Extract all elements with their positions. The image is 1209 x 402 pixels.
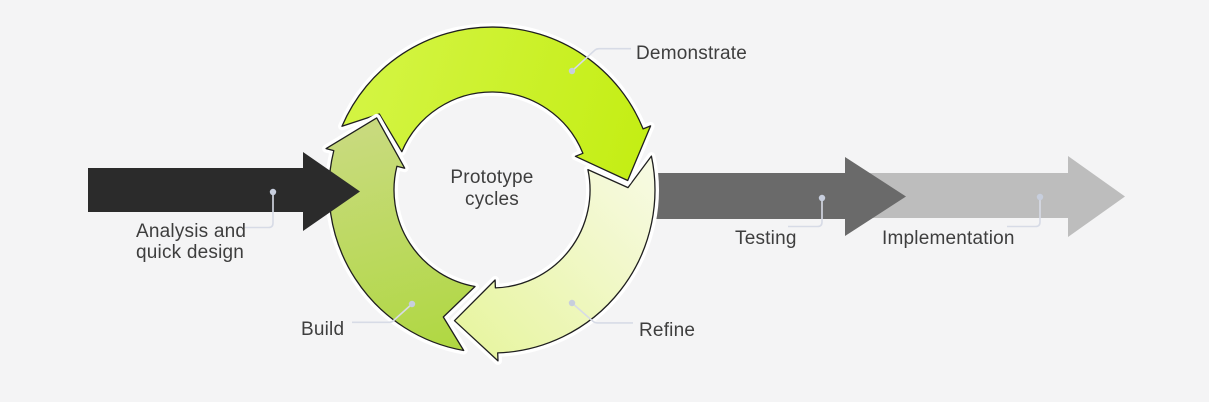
- leader-dot-demonstrate: [568, 67, 576, 75]
- label-implementation: Implementation: [882, 228, 1015, 249]
- label-analysis-line1: Analysis and: [136, 221, 247, 242]
- cycle-segment-refine: [450, 152, 659, 365]
- label-build: Build: [301, 319, 345, 340]
- cycle-segment-build: [322, 113, 479, 355]
- label-refine: Refine: [639, 320, 696, 341]
- leader-dot-implementation: [1036, 193, 1044, 201]
- leader-implementation: [1007, 197, 1041, 228]
- build-arrow: [325, 117, 476, 352]
- leader-analysis: [243, 192, 274, 229]
- leader-dots: [269, 67, 1044, 308]
- label-prototype-line2: cycles: [465, 189, 519, 210]
- leader-build: [352, 303, 413, 324]
- leader-dot-refine: [568, 299, 576, 307]
- leader-refine: [571, 302, 633, 324]
- label-analysis-quick-design: Analysis and quick design: [136, 221, 246, 263]
- label-analysis-line2: quick design: [136, 242, 245, 263]
- label-demonstrate: Demonstrate: [636, 43, 747, 64]
- refine-arrow: [453, 155, 656, 362]
- leader-dot-testing: [818, 194, 826, 202]
- leader-dot-analysis: [269, 188, 277, 196]
- cycle-segment-demonstrate: [338, 23, 655, 185]
- leader-lines: [243, 47, 1041, 324]
- label-prototype-cycles: Prototype cycles: [412, 167, 572, 211]
- demonstrate-arrow: [341, 26, 652, 182]
- label-testing: Testing: [735, 228, 797, 249]
- leader-testing: [788, 198, 823, 228]
- leader-demonstrate: [571, 47, 631, 72]
- leader-dot-build: [408, 300, 416, 308]
- testing-arrow: [630, 157, 906, 236]
- analysis-arrow: [88, 152, 360, 231]
- label-prototype-line1: Prototype: [450, 167, 534, 188]
